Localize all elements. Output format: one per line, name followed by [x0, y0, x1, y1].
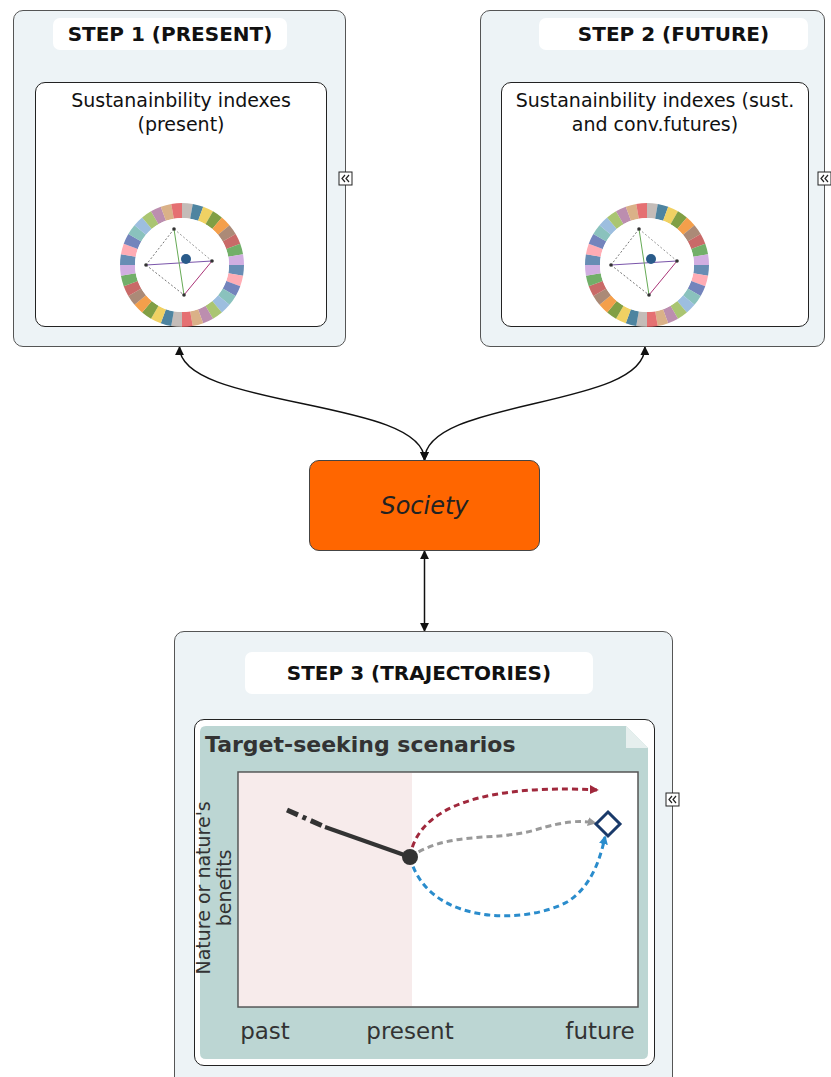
connector-arrow	[425, 347, 645, 460]
axis-label: Nature or nature's benefits	[193, 783, 235, 993]
content-box: Target-seeking scenarios	[194, 719, 655, 1066]
collapse-icon	[817, 171, 831, 187]
panel-box: STEP 1 (PRESENT) Sustanainbility indexes …	[13, 10, 346, 347]
axis-label: present	[350, 1018, 470, 1044]
step-heading: STEP 1 (PRESENT)	[53, 18, 287, 50]
axis-label: past	[205, 1018, 325, 1044]
connector-arrow	[424, 551, 426, 631]
panel-box: STEP 2 (FUTURE) Sustanainbility indexes (…	[480, 10, 825, 347]
chart-title: Target-seeking scenarios	[205, 732, 516, 757]
panel-box: STEP 3 (TRAJECTORIES) Target-seeking scen…	[174, 631, 673, 1077]
collapse-icon	[665, 792, 681, 808]
content-box: Sustanainbility indexes (sust. and conv.…	[501, 82, 809, 327]
axis-label: future	[540, 1018, 660, 1044]
connector-arrow	[180, 347, 425, 460]
scenario-chart	[195, 720, 656, 1067]
process-box: Society	[309, 460, 540, 551]
node-label: Sustanainbility indexes (present)	[36, 83, 326, 137]
collapse-icon	[338, 171, 354, 187]
step-heading: STEP 3 (TRAJECTORIES)	[245, 652, 593, 694]
node-label: Sustanainbility indexes (sust. and conv.…	[502, 83, 808, 137]
node-label: Society	[380, 492, 468, 520]
content-box: Sustanainbility indexes (present)	[35, 82, 327, 327]
step-heading: STEP 2 (FUTURE)	[539, 18, 808, 50]
